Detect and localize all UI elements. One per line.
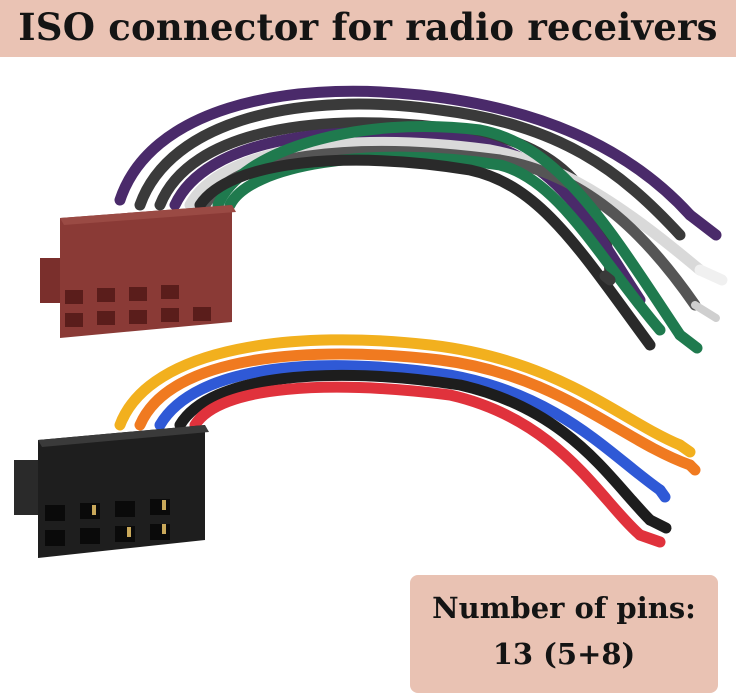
title-band [0,0,736,57]
black-connector [14,425,209,558]
black-wire-tips [634,439,701,548]
connector-photo [14,85,728,558]
pin-count-label: Number of pins: [432,591,696,625]
brown-wire-tips [599,209,728,354]
brown-connector-wires [114,85,706,351]
pin-count-box: Number of pins: 13 (5+8) [410,575,718,693]
black-connector-wires [114,334,696,541]
pin-count-value: 13 (5+8) [492,637,636,671]
brown-connector [40,205,236,338]
page-title: ISO connector for radio receivers [18,5,718,49]
